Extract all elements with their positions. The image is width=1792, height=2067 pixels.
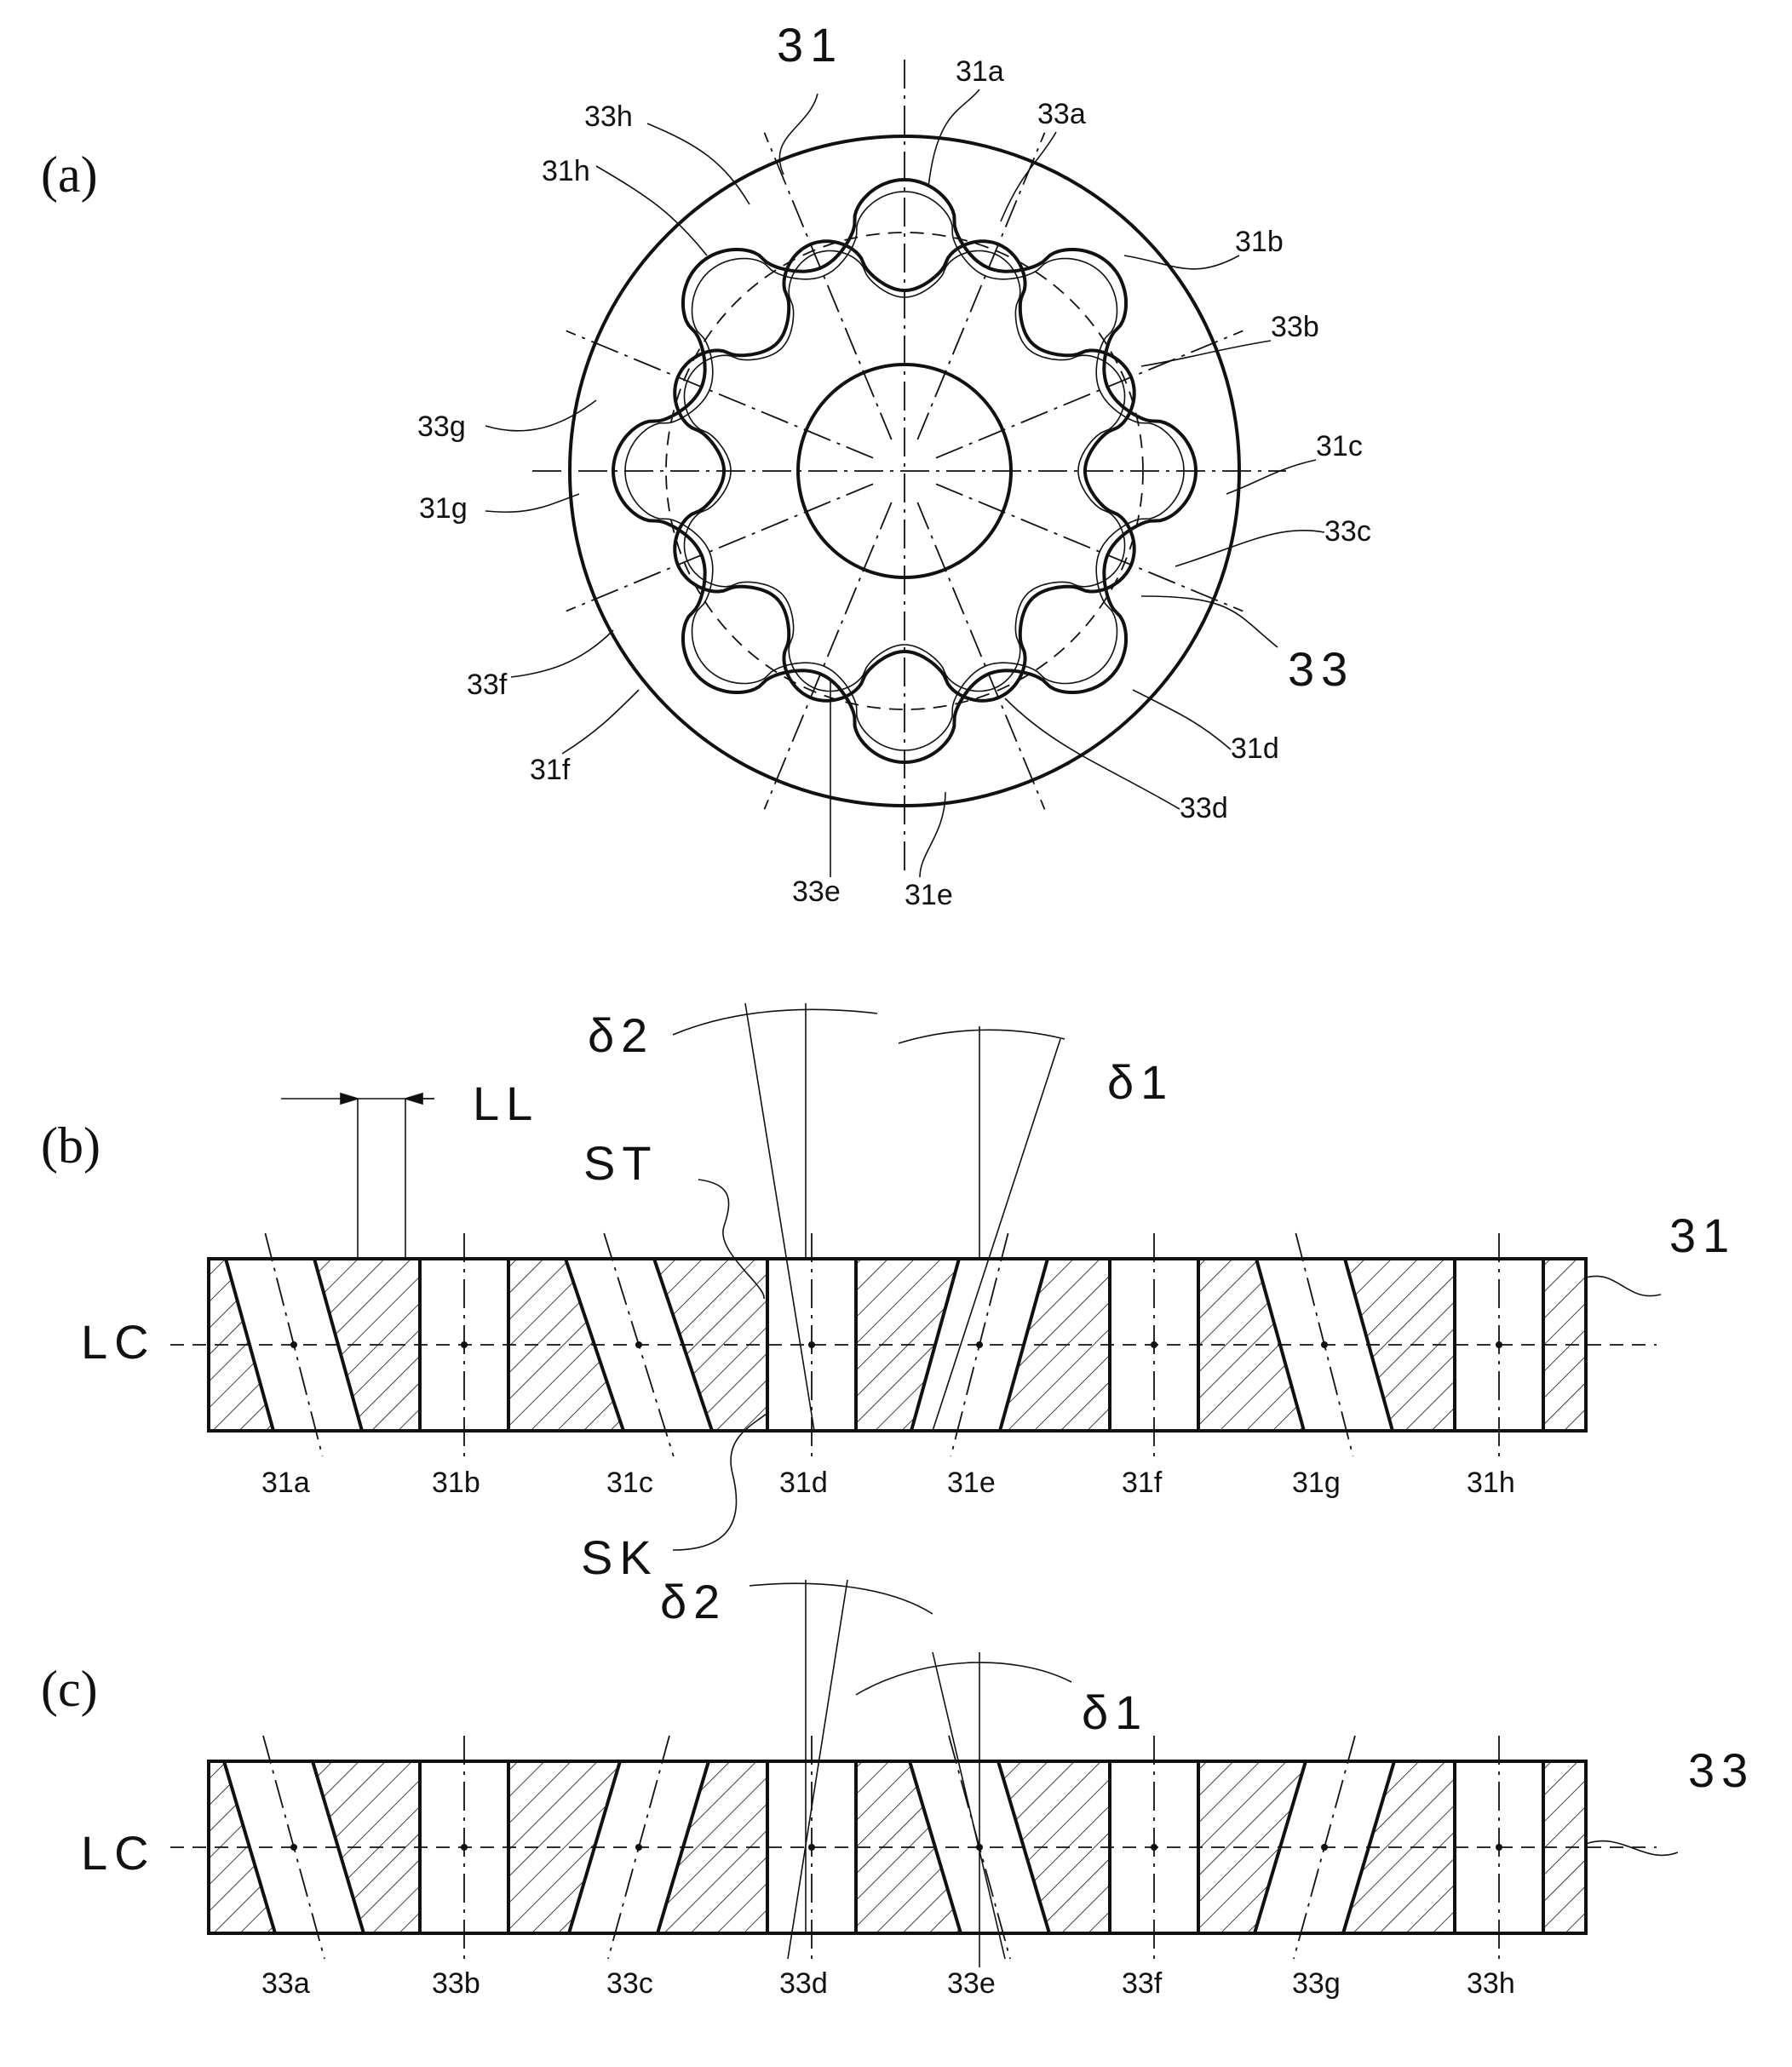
label-31e: 31e: [905, 879, 953, 911]
groove-label-33a: 33a: [261, 1967, 310, 2000]
label-33e: 33e: [792, 876, 841, 908]
groove-labels-c: 33a 33b 33c 33d 33e 33f 33g 33h: [261, 1967, 1515, 2000]
groove-label-33c: 33c: [606, 1967, 653, 2000]
groove-label-31a: 31a: [261, 1467, 310, 1499]
groove-label-31b: 31b: [432, 1467, 480, 1499]
strip-c: [170, 1736, 1657, 1959]
label-33a: 33a: [1037, 98, 1086, 130]
panel-b-developed-view-31: (b) LC 31 LL ST SK δ2 δ1 31a 31b 31c 31d 31e…: [41, 1003, 1736, 1584]
delta1-label-c: δ1: [1082, 1685, 1148, 1739]
groove-label-31g: 31g: [1292, 1467, 1341, 1499]
label-31h: 31h: [542, 155, 590, 187]
groove-label-31e: 31e: [947, 1467, 996, 1499]
delta1-label-b: δ1: [1107, 1055, 1174, 1109]
leader-33: [1141, 596, 1278, 647]
groove-label-33b: 33b: [432, 1967, 480, 2000]
leader-31: [779, 94, 818, 175]
panel-a-label: (a): [41, 146, 98, 203]
label-31d: 31d: [1231, 732, 1279, 765]
groove-labels-a: 31a 31b 31c 31d 31e 31f 31g 31h 33a 33b …: [417, 55, 1371, 911]
panel-c-developed-view-33: (c) LC 33 δ2 δ1 33a 33b 33c 33d 33e 33f 33g 33h: [41, 1575, 1755, 2000]
groove-label-31f: 31f: [1122, 1467, 1163, 1499]
groove-label-33h: 33h: [1467, 1967, 1515, 2000]
label-33b: 33b: [1271, 311, 1319, 343]
label-33g: 33g: [417, 411, 466, 443]
groove-label-33e: 33e: [947, 1967, 996, 2000]
label-33d: 33d: [1180, 792, 1228, 824]
ll-label: LL: [473, 1077, 539, 1130]
panel-c-label: (c): [41, 1661, 98, 1717]
groove-label-31c: 31c: [606, 1467, 653, 1499]
label-31b: 31b: [1235, 226, 1284, 258]
label-31f: 31f: [530, 754, 571, 786]
groove-labels-b: 31a 31b 31c 31d 31e 31f 31g 31h: [261, 1467, 1515, 1499]
label-33c: 33c: [1324, 515, 1371, 548]
strip-b: [170, 1233, 1657, 1456]
sk-label: SK: [581, 1530, 658, 1584]
label-31a: 31a: [956, 55, 1004, 88]
panel-c-part-33-label: 33: [1688, 1743, 1755, 1797]
panel-c-lc-label: LC: [81, 1826, 156, 1880]
st-label: ST: [583, 1136, 658, 1190]
part-number-31-label: 31: [777, 18, 843, 72]
part-number-33-label: 33: [1288, 642, 1354, 696]
delta2-label-b: δ2: [588, 1008, 654, 1062]
groove-label-33g: 33g: [1292, 1967, 1341, 2000]
panel-b-label: (b): [41, 1117, 101, 1174]
groove-label-31d: 31d: [779, 1467, 828, 1499]
label-31c: 31c: [1316, 430, 1363, 462]
panel-a-cross-section: (a) 31 33 31a 31b 31c 31d 31e 31f 31g: [41, 18, 1371, 911]
label-33h: 33h: [584, 100, 633, 133]
groove-label-31h: 31h: [1467, 1467, 1515, 1499]
label-31g: 31g: [419, 492, 468, 525]
panel-b-part-31-label: 31: [1669, 1209, 1736, 1262]
groove-label-33d: 33d: [779, 1967, 828, 2000]
delta2-label-c: δ2: [660, 1575, 727, 1628]
label-33f: 33f: [467, 669, 508, 701]
panel-b-lc-label: LC: [81, 1315, 156, 1369]
groove-label-33f: 33f: [1122, 1967, 1163, 2000]
